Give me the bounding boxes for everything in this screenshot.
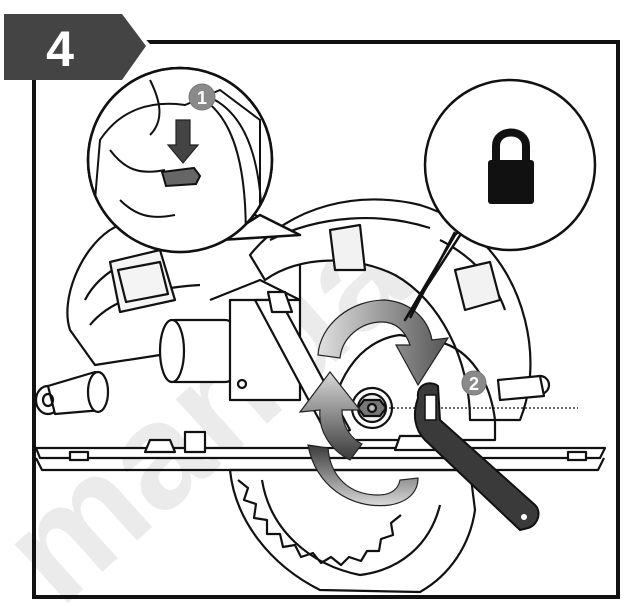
callout-2-number: 2 [469,374,479,394]
step-number: 4 [46,21,74,77]
callout-1: 1 [189,84,215,110]
step-tab: 4 [0,14,150,80]
spindle-lock-zoom: 1 [88,68,300,260]
callout-1-number: 1 [197,88,207,108]
callout-2: 2 [462,371,486,395]
saw-blade [230,470,475,592]
spindle-lock-button[interactable] [162,168,200,186]
